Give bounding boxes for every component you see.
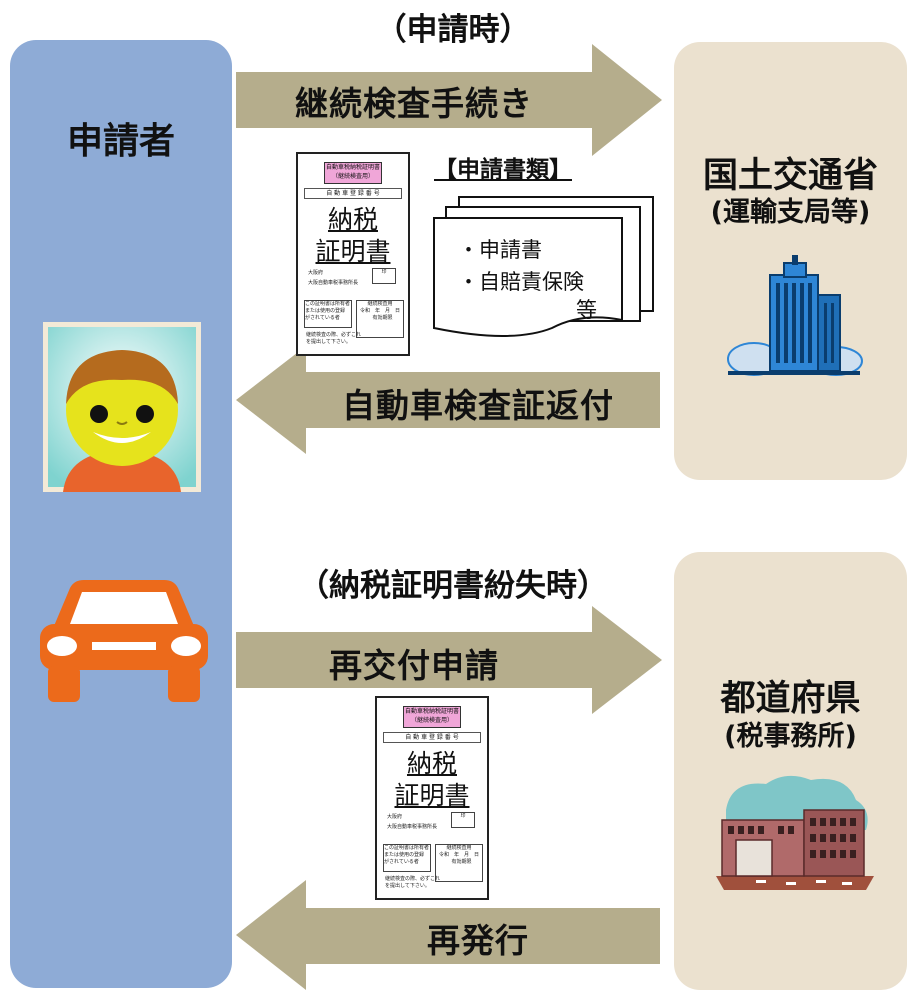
cert-pref: 大阪府 (308, 270, 324, 276)
document-item-insurance: ・自賠責保険 (458, 270, 584, 294)
tax-certificate-upper: 自動車税納税証明書（継続検査用） 自 動 車 登 録 番 号 納税 証明書 大阪… (296, 152, 410, 356)
cert-note-box: この証明書は所有者 または使用の登録 がされている者 (383, 844, 431, 872)
return-cert-arrow (236, 346, 660, 454)
inspection-arrow-label: 継続検査手続き (295, 84, 533, 123)
tax-certificate-lower: 自動車税納税証明書（継続検査用） 自 動 車 登 録 番 号 納税 証明書 大阪… (375, 696, 489, 900)
tax-office-building-icon (716, 770, 874, 890)
car-icon (34, 578, 214, 702)
mlit-panel (674, 42, 907, 480)
apply-time-heading: （申請時） (375, 12, 531, 48)
cert-pref: 大阪府 (387, 814, 403, 820)
cert-reg-label: 自 動 車 登 録 番 号 (304, 188, 402, 199)
avatar (43, 322, 201, 492)
office-building-icon (724, 255, 864, 379)
inspection-arrow (236, 44, 662, 156)
cert-note-box: この証明書は所有者 または使用の登録 がされている者 (304, 300, 352, 328)
cert-title-line2: 証明書 (394, 781, 470, 810)
cert-title-line2: 証明書 (315, 237, 391, 266)
applicant-label: 申請者 (66, 121, 175, 162)
reissue-request-arrow-label: 再交付申請 (329, 646, 499, 685)
cert-title-line1: 納税 (406, 749, 457, 778)
reissue-arrow-label: 再発行 (427, 921, 529, 960)
cert-seal: 印 (451, 812, 475, 828)
cert-header: 自動車税納税証明書（継続検査用） (324, 162, 382, 184)
return-cert-arrow-label: 自動車検査証返付 (342, 386, 614, 425)
documents-title: 【申請書類】 (434, 157, 572, 183)
cert-stamp-box: 継続検査用 令和 年 月 日 有効期限 (356, 300, 404, 338)
prefecture-sub: (税事務所) (724, 721, 857, 752)
cert-seal: 印 (372, 268, 396, 284)
prefecture-name: 都道府県 (720, 679, 861, 719)
reissue-arrow (236, 880, 660, 990)
prefecture-panel (674, 552, 907, 990)
cert-header: 自動車税納税証明書（継続検査用） (403, 706, 461, 728)
documents-stack (432, 196, 656, 344)
document-item-etc: 等 (576, 298, 597, 322)
cert-bottom-note: 継続検査の際、必ずこれ を提出して下さい。 (306, 332, 362, 345)
cert-bottom-note: 継続検査の際、必ずこれ を提出して下さい。 (385, 876, 441, 889)
cert-stamp-box: 継続検査用 令和 年 月 日 有効期限 (435, 844, 483, 882)
document-item-application: ・申請書 (458, 238, 542, 262)
cert-reg-label: 自 動 車 登 録 番 号 (383, 732, 481, 743)
reissue-request-arrow (236, 606, 662, 714)
cert-office: 大阪自動車税事務所長 (308, 280, 359, 286)
mlit-name: 国土交通省 (702, 156, 878, 196)
document-sheet-front (433, 217, 623, 337)
mlit-sub: (運輸支局等) (710, 197, 871, 228)
cert-office: 大阪自動車税事務所長 (387, 824, 438, 830)
cert-title-line1: 納税 (327, 205, 378, 234)
applicant-panel (10, 40, 232, 988)
lost-time-heading: （納税証明書紛失時） (298, 568, 608, 604)
